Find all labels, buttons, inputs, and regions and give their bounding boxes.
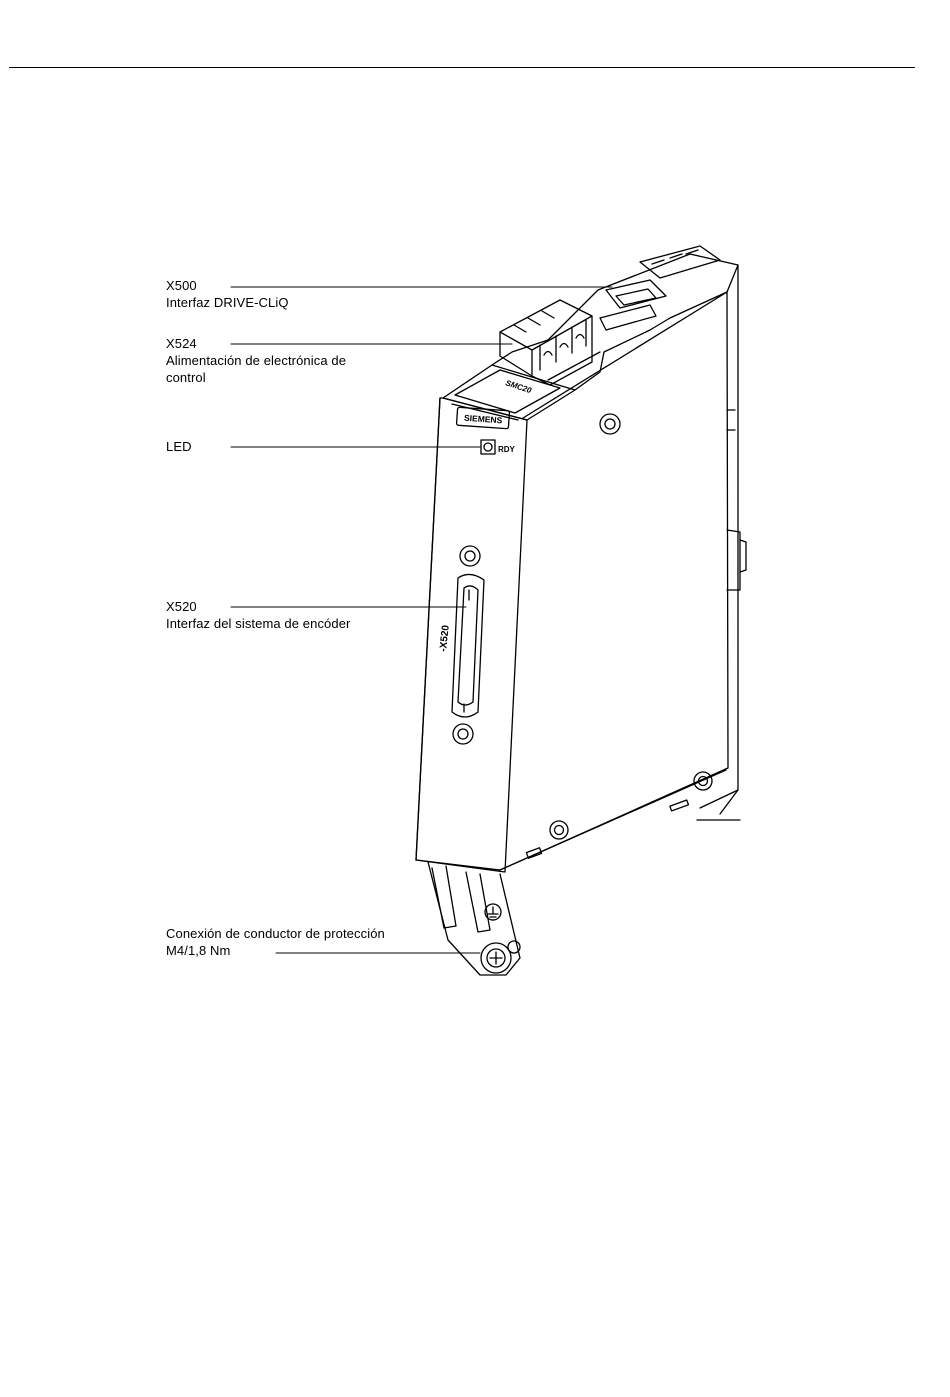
led-label-text: RDY <box>498 445 516 454</box>
pe-bracket <box>428 862 520 975</box>
side-screws <box>550 414 712 839</box>
x524-terminal <box>500 300 592 385</box>
led-indicator <box>481 440 495 454</box>
screw-bottom-right <box>694 772 712 790</box>
housing-side <box>416 265 746 870</box>
screw-bottom-left <box>550 821 568 839</box>
housing-top <box>443 246 738 420</box>
module-text: SMC20 <box>504 378 533 395</box>
rating-plate <box>455 370 560 413</box>
connector-label-text: -X520 <box>438 624 452 652</box>
front-panel <box>416 398 542 872</box>
screw-top <box>600 414 620 434</box>
x520-connector <box>452 546 484 744</box>
brand-text: SIEMENS <box>464 413 503 426</box>
x500-socket <box>606 280 666 308</box>
